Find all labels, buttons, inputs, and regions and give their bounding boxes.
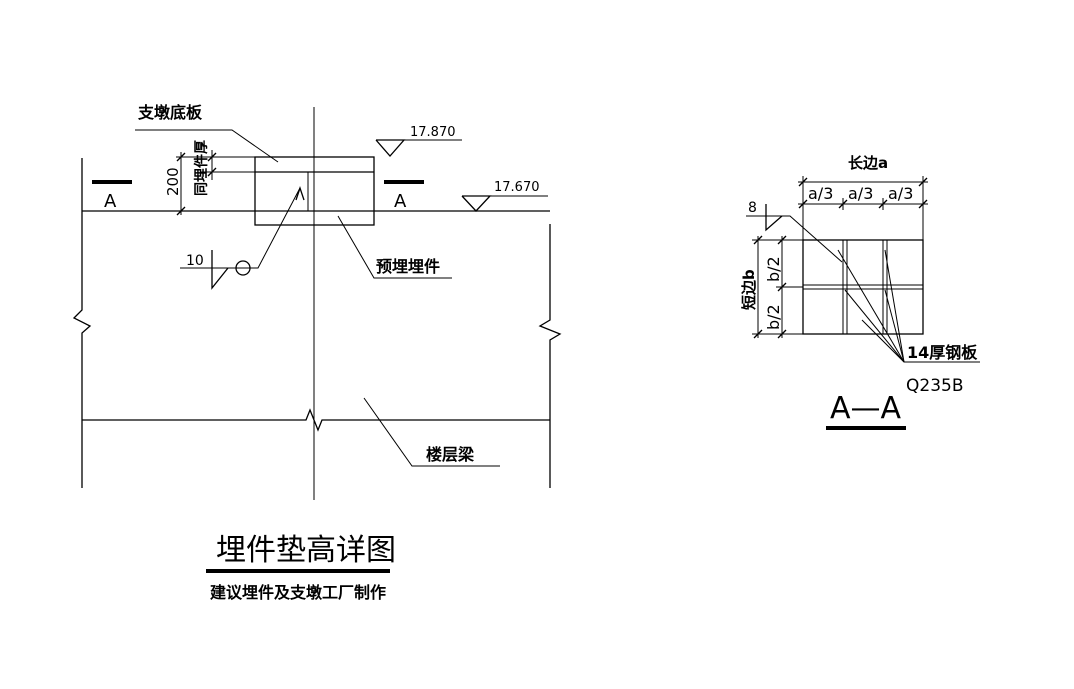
dim-tick — [918, 199, 928, 209]
weld-thickness-label: 同埋件厚 — [193, 140, 210, 196]
weld-8-text: 8 — [748, 200, 757, 216]
plate-leader — [884, 249, 905, 363]
weld-leader — [180, 187, 301, 269]
embedded-part-leader — [337, 215, 452, 279]
dim-tick — [777, 235, 787, 245]
third-label-1: a/3 — [808, 184, 833, 203]
section-mark-left: A — [104, 191, 117, 212]
left-wall-line — [72, 158, 92, 488]
right-wall-line — [538, 224, 562, 488]
plate-label: 14厚钢板 — [907, 343, 978, 362]
third-label-3: a/3 — [888, 184, 913, 203]
dim-tick — [207, 167, 217, 177]
elev-top-symbol — [375, 139, 406, 157]
weld-triangle — [211, 250, 229, 290]
weld-arrow — [295, 185, 305, 201]
base-plate-leader — [135, 129, 279, 163]
weld-8-leader — [746, 215, 843, 263]
dim-tick — [878, 199, 888, 209]
dim-tick — [777, 329, 787, 339]
dim-tick — [176, 152, 186, 162]
embedded-part-label: 预埋埋件 — [376, 257, 440, 276]
dim-tick — [838, 199, 848, 209]
section-title: A—A — [830, 391, 902, 426]
dim-tick — [753, 329, 763, 339]
dim-tick — [753, 235, 763, 245]
floor-beam-leader — [363, 397, 500, 467]
third-label-2: a/3 — [848, 184, 873, 203]
elev-floor-symbol — [461, 195, 492, 212]
floor-beam-label: 楼层梁 — [426, 445, 475, 464]
half-label-1: b/2 — [764, 256, 783, 282]
plate-leader — [861, 319, 905, 363]
long-side-label: 长边a — [848, 154, 888, 172]
plate-outline — [802, 239, 924, 335]
dim-tick — [176, 206, 186, 216]
plate-leader — [844, 289, 905, 363]
weld-all-around-circle — [235, 260, 251, 276]
drawing-title: 埋件垫高详图 — [216, 533, 396, 568]
dim-tick — [207, 152, 217, 162]
base-plate-box — [254, 156, 375, 226]
plate-leader — [884, 289, 905, 363]
dim-tick — [777, 282, 787, 292]
dim-tick — [798, 199, 808, 209]
beam-bottom-line — [82, 408, 550, 432]
weld-size-text: 10 — [186, 253, 204, 269]
half-label-2: b/2 — [764, 304, 783, 330]
weld-8-triangle — [765, 204, 783, 232]
plate-leader — [837, 249, 905, 363]
dim-200-text: 200 — [164, 167, 182, 196]
plate-material: Q235B — [906, 376, 964, 396]
drawing-subtitle: 建议埋件及支墩工厂制作 — [210, 583, 386, 602]
elev-floor-text: 17.670 — [494, 180, 540, 195]
base-plate-label: 支墩底板 — [137, 103, 203, 122]
section-mark-right: A — [394, 191, 407, 212]
short-side-label: 短边b — [740, 269, 758, 310]
elev-top-text: 17.870 — [410, 125, 456, 140]
